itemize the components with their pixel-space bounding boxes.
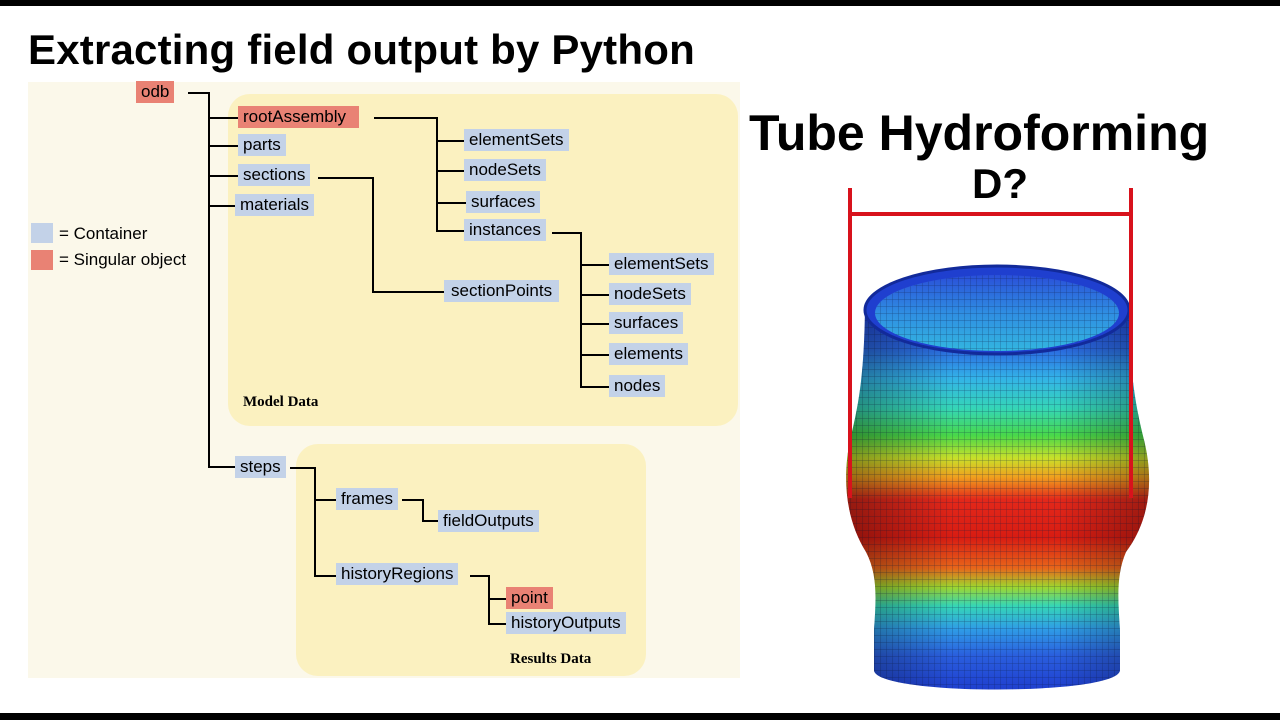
- connector-line: [188, 92, 210, 94]
- node-instances: instances: [464, 219, 546, 241]
- connector-line: [580, 386, 610, 388]
- connector-line: [208, 466, 238, 468]
- node-point: point: [506, 587, 553, 609]
- connector-line: [402, 499, 424, 501]
- results-data-label: Results Data: [510, 651, 592, 667]
- connector-line: [208, 145, 238, 147]
- node-parts: parts: [238, 134, 286, 156]
- node-assembly-surfaces: surfaces: [466, 191, 541, 213]
- connector-line: [314, 499, 338, 501]
- connector-line: [372, 177, 374, 293]
- connector-line: [208, 92, 210, 467]
- connector-line: [436, 170, 466, 172]
- node-nodes: nodes: [609, 375, 666, 397]
- results-data-panel: [296, 444, 646, 676]
- node-sections: sections: [238, 164, 311, 186]
- connector-line: [436, 140, 466, 142]
- connector-line: [422, 499, 424, 522]
- node-frames: frames: [336, 488, 398, 510]
- connector-line: [208, 117, 238, 119]
- diameter-question-label: D?: [972, 160, 1028, 207]
- connector-line: [470, 575, 490, 577]
- node-history-outputs: historyOutputs: [506, 612, 626, 634]
- connector-line: [580, 264, 610, 266]
- connector-line: [208, 205, 238, 207]
- node-elements: elements: [609, 343, 688, 365]
- connector-line: [314, 467, 316, 577]
- connector-line: [488, 575, 490, 625]
- bottom-border: [0, 713, 1280, 720]
- connector-line: [436, 117, 438, 232]
- node-instance-element-sets: elementSets: [609, 253, 714, 275]
- model-data-label: Model Data: [243, 394, 319, 410]
- node-instance-node-sets: nodeSets: [609, 283, 691, 305]
- connector-line: [580, 232, 582, 388]
- connector-line: [488, 623, 506, 625]
- connector-line: [314, 575, 338, 577]
- connector-line: [580, 354, 610, 356]
- connector-line: [436, 230, 466, 232]
- legend-singular-swatch: [31, 250, 53, 270]
- node-assembly-node-sets: nodeSets: [464, 159, 546, 181]
- legend-container-label: = Container: [59, 224, 148, 243]
- connector-line: [552, 232, 582, 234]
- top-border: [0, 0, 1280, 6]
- node-steps: steps: [235, 456, 286, 478]
- connector-line: [372, 291, 444, 293]
- connector-line: [374, 117, 438, 119]
- node-instance-surfaces: surfaces: [609, 312, 684, 334]
- connector-line: [436, 202, 466, 204]
- node-section-points: sectionPoints: [444, 280, 560, 302]
- connector-line: [318, 177, 374, 179]
- connector-line: [422, 520, 440, 522]
- connector-line: [208, 175, 238, 177]
- legend-singular-label: = Singular object: [59, 250, 187, 269]
- legend-container-swatch: [31, 223, 53, 243]
- node-history-regions: historyRegions: [336, 563, 459, 585]
- connector-line: [488, 598, 506, 600]
- node-odb: odb: [136, 81, 175, 103]
- connector-line: [290, 467, 316, 469]
- hydroformed-tube-image: [846, 188, 1150, 690]
- node-assembly-element-sets: elementSets: [464, 129, 569, 151]
- connector-line: [580, 323, 610, 325]
- connector-line: [580, 294, 610, 296]
- node-materials: materials: [235, 194, 314, 216]
- node-root-assembly: rootAssembly: [238, 106, 359, 128]
- page-title: Extracting field output by Python: [28, 26, 695, 73]
- tube-hydroforming-title: Tube Hydroforming: [749, 105, 1210, 161]
- node-field-outputs: fieldOutputs: [438, 510, 539, 532]
